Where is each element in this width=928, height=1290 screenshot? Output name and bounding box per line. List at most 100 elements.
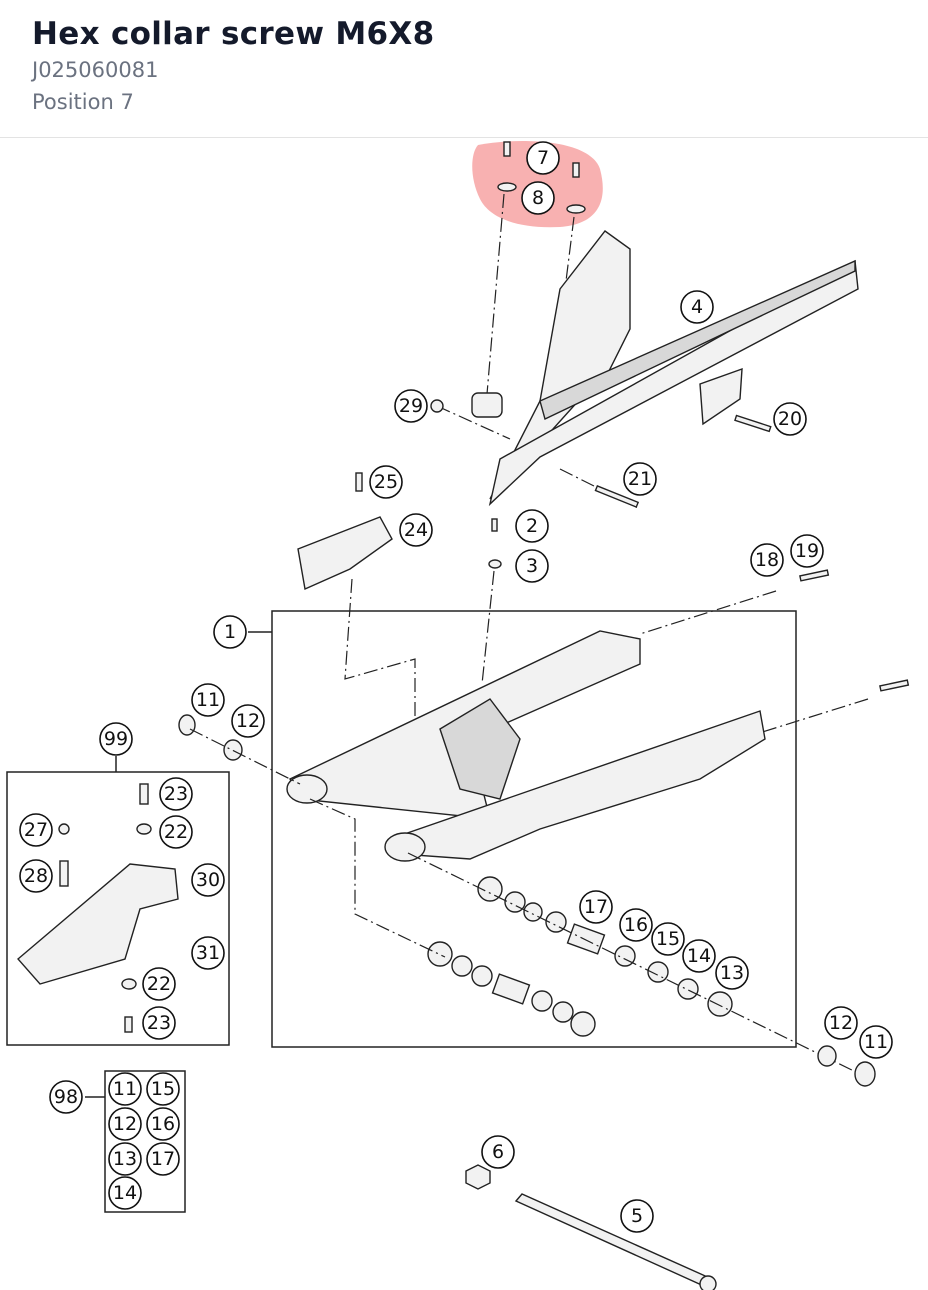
header: Hex collar screw M6X8 J025060081 Positio… bbox=[0, 0, 928, 138]
bolt-19[interactable] bbox=[799, 569, 830, 582]
svg-text:4: 4 bbox=[691, 296, 703, 318]
assembly-box-99 bbox=[6, 771, 230, 1046]
bush-12-left[interactable] bbox=[223, 739, 243, 761]
callout-12-right[interactable]: 12 bbox=[824, 1006, 858, 1040]
svg-text:22: 22 bbox=[147, 973, 171, 995]
callout-18[interactable]: 18 bbox=[750, 543, 784, 577]
callout-3[interactable]: 3 bbox=[515, 549, 549, 583]
callout-1[interactable]: 1 bbox=[213, 615, 247, 649]
bolt-20[interactable] bbox=[734, 414, 772, 433]
callout-2[interactable]: 2 bbox=[515, 509, 549, 543]
callout-15[interactable]: 15 bbox=[651, 922, 685, 956]
svg-text:1: 1 bbox=[224, 621, 236, 643]
callout-13[interactable]: 13 bbox=[715, 956, 749, 990]
callout-8[interactable]: 8 bbox=[521, 181, 555, 215]
chain-guide-99[interactable] bbox=[17, 783, 179, 1033]
callout-7[interactable]: 7 bbox=[526, 141, 560, 175]
callout-23-bottom[interactable]: 23 bbox=[142, 1006, 176, 1040]
svg-text:11: 11 bbox=[864, 1031, 888, 1053]
chain-guard[interactable] bbox=[471, 230, 859, 507]
callout-12-left[interactable]: 12 bbox=[231, 704, 265, 738]
svg-text:8: 8 bbox=[532, 187, 544, 209]
callout-22-top[interactable]: 22 bbox=[159, 815, 193, 849]
chain-slider-24[interactable] bbox=[297, 472, 393, 591]
bush-12-right[interactable] bbox=[817, 1045, 837, 1067]
cap-11-left[interactable] bbox=[178, 714, 196, 736]
callout-22-bottom[interactable]: 22 bbox=[142, 967, 176, 1001]
callout-16[interactable]: 16 bbox=[619, 908, 653, 942]
callout-27[interactable]: 27 bbox=[19, 813, 53, 847]
svg-text:14: 14 bbox=[687, 945, 711, 967]
svg-text:30: 30 bbox=[196, 869, 220, 891]
kit-98-item-16[interactable]: 16 bbox=[146, 1107, 180, 1141]
svg-text:3: 3 bbox=[526, 555, 538, 577]
callout-21[interactable]: 21 bbox=[623, 462, 657, 496]
screw-7-right[interactable] bbox=[566, 162, 586, 214]
kit-98-item-15[interactable]: 15 bbox=[146, 1072, 180, 1106]
kit-98-item-14[interactable]: 14 bbox=[108, 1176, 142, 1210]
svg-text:16: 16 bbox=[624, 914, 648, 936]
callout-23-top[interactable]: 23 bbox=[159, 777, 193, 811]
kit-98-item-13[interactable]: 13 bbox=[108, 1142, 142, 1176]
callout-5[interactable]: 5 bbox=[620, 1199, 654, 1233]
svg-text:13: 13 bbox=[720, 962, 744, 984]
washer-29[interactable] bbox=[430, 399, 444, 413]
bolt-21[interactable] bbox=[594, 484, 640, 508]
svg-text:31: 31 bbox=[196, 942, 220, 964]
svg-text:6: 6 bbox=[492, 1141, 504, 1163]
svg-text:13: 13 bbox=[113, 1148, 137, 1170]
svg-text:16: 16 bbox=[151, 1113, 175, 1135]
axle-5[interactable] bbox=[514, 1193, 717, 1290]
callout-11-right[interactable]: 11 bbox=[859, 1025, 893, 1059]
svg-text:12: 12 bbox=[236, 710, 260, 732]
callout-14[interactable]: 14 bbox=[682, 939, 716, 973]
svg-text:98: 98 bbox=[54, 1086, 78, 1108]
washer-3[interactable] bbox=[488, 559, 502, 569]
callout-17[interactable]: 17 bbox=[579, 890, 613, 924]
callout-25[interactable]: 25 bbox=[369, 465, 403, 499]
cap-11-right[interactable] bbox=[854, 1061, 876, 1087]
callout-6[interactable]: 6 bbox=[481, 1135, 515, 1169]
callout-99[interactable]: 99 bbox=[99, 722, 133, 756]
svg-text:15: 15 bbox=[151, 1078, 175, 1100]
svg-text:99: 99 bbox=[104, 728, 128, 750]
callout-29[interactable]: 29 bbox=[394, 389, 428, 423]
svg-text:18: 18 bbox=[755, 549, 779, 571]
screw-7-left[interactable] bbox=[497, 141, 517, 192]
callout-98[interactable]: 98 bbox=[49, 1080, 83, 1114]
callout-19[interactable]: 19 bbox=[790, 534, 824, 568]
assembly-box-1 bbox=[271, 610, 797, 1048]
svg-text:24: 24 bbox=[404, 519, 428, 541]
swingarm[interactable] bbox=[286, 630, 766, 862]
callout-30[interactable]: 30 bbox=[191, 863, 225, 897]
nut-6[interactable] bbox=[465, 1164, 491, 1190]
kit-98-item-11[interactable]: 11 bbox=[108, 1072, 142, 1106]
svg-text:28: 28 bbox=[24, 865, 48, 887]
kit-98-item-12[interactable]: 12 bbox=[108, 1107, 142, 1141]
callout-4[interactable]: 4 bbox=[680, 290, 714, 324]
svg-text:23: 23 bbox=[147, 1012, 171, 1034]
svg-text:17: 17 bbox=[151, 1148, 175, 1170]
position-label: Position 7 bbox=[32, 90, 134, 114]
kit-98-item-17[interactable]: 17 bbox=[146, 1142, 180, 1176]
svg-text:25: 25 bbox=[374, 471, 398, 493]
screw-2[interactable] bbox=[491, 518, 498, 532]
svg-text:12: 12 bbox=[113, 1113, 137, 1135]
svg-text:27: 27 bbox=[24, 819, 48, 841]
svg-text:14: 14 bbox=[113, 1182, 137, 1204]
bearing-row-lower[interactable] bbox=[427, 941, 596, 1037]
svg-text:2: 2 bbox=[526, 515, 538, 537]
callout-31[interactable]: 31 bbox=[191, 936, 225, 970]
exploded-diagram: 7 8 4 29 20 21 25 24 2 3 18 19 1 11 12 9… bbox=[0, 139, 928, 1290]
callout-24[interactable]: 24 bbox=[399, 513, 433, 547]
part-number: J025060081 bbox=[32, 58, 159, 82]
callout-28[interactable]: 28 bbox=[19, 859, 53, 893]
svg-text:11: 11 bbox=[113, 1078, 137, 1100]
svg-text:23: 23 bbox=[164, 783, 188, 805]
kit-box-98 bbox=[104, 1070, 186, 1213]
svg-text:11: 11 bbox=[196, 689, 220, 711]
callout-20[interactable]: 20 bbox=[773, 402, 807, 436]
svg-text:19: 19 bbox=[795, 540, 819, 562]
svg-text:21: 21 bbox=[628, 468, 652, 490]
callout-11-left[interactable]: 11 bbox=[191, 683, 225, 717]
